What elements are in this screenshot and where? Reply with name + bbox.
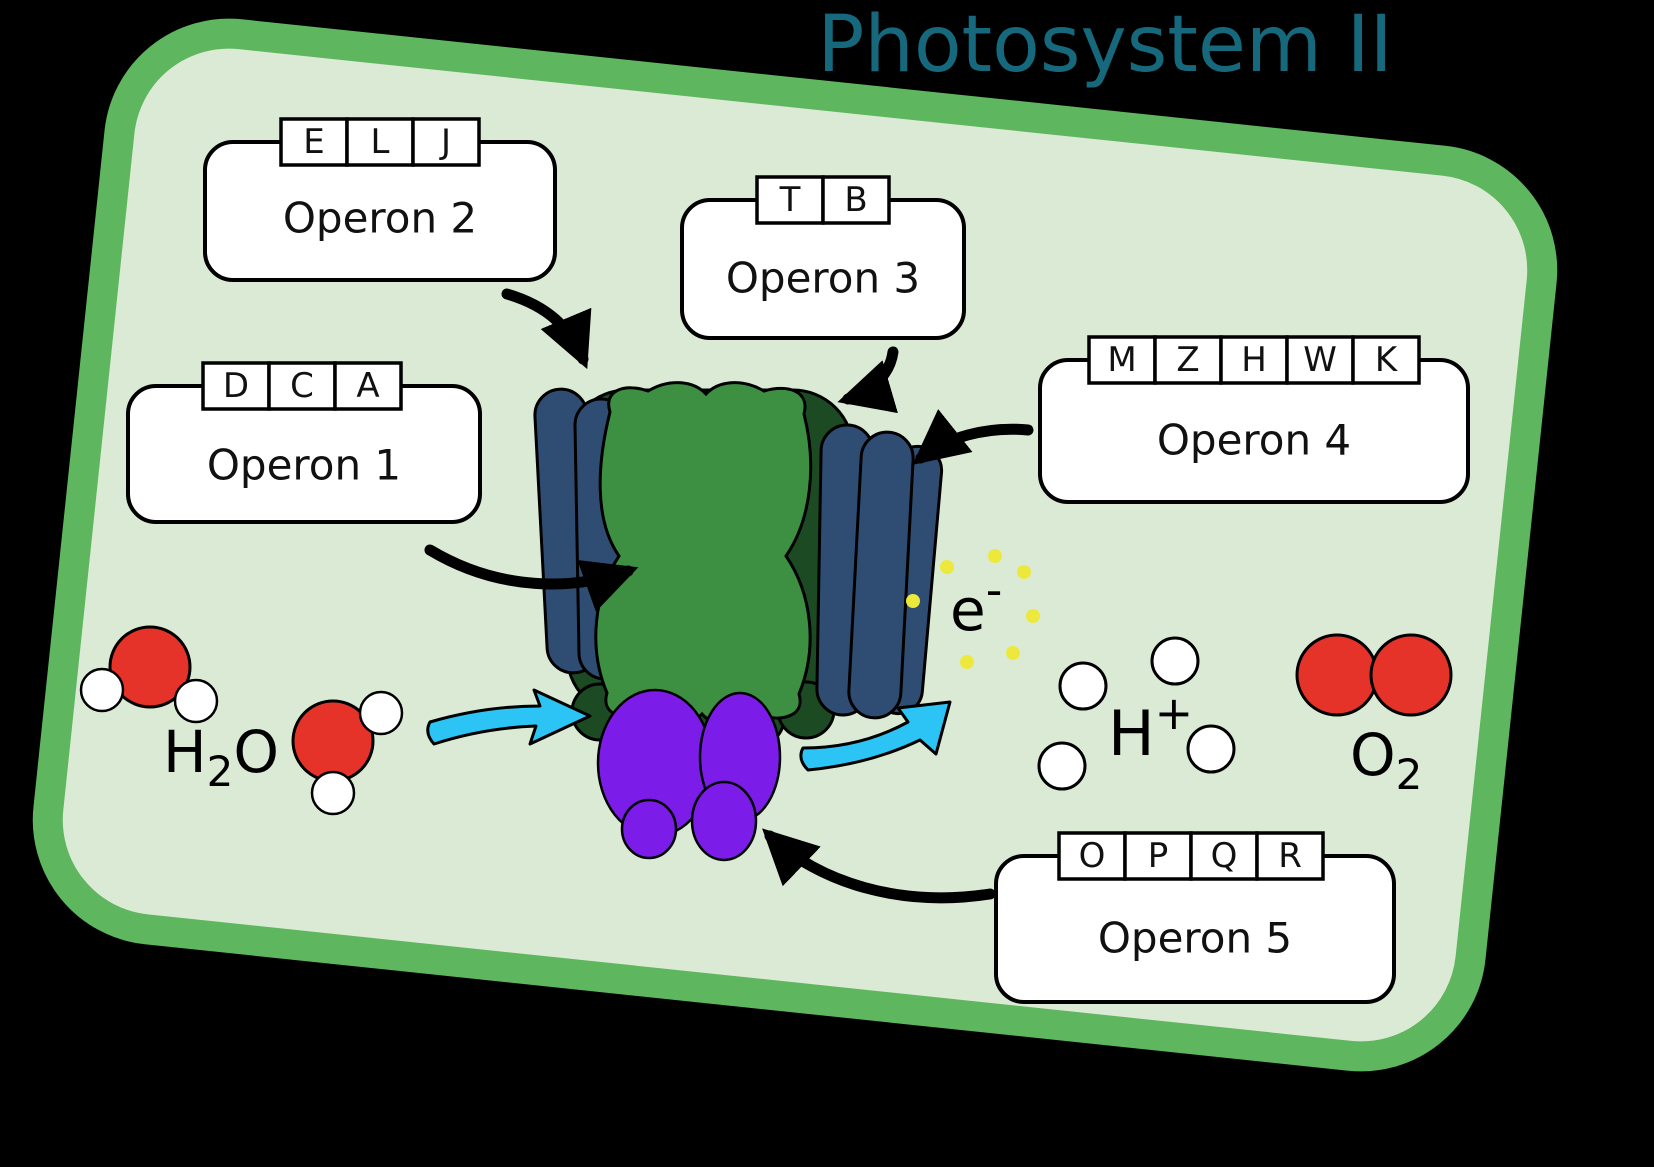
operon-5: O P Q R Operon 5 <box>994 831 1396 1004</box>
operon-2-arrow <box>501 288 592 370</box>
gene-letter: H <box>1241 340 1267 380</box>
electron-dot <box>906 594 920 608</box>
oxygen-molecule: O2 <box>1295 633 1453 799</box>
gene-letter: A <box>356 366 379 406</box>
electron-dot <box>960 655 974 669</box>
gene-letter: Q <box>1211 836 1238 876</box>
electron-label: e- <box>950 563 1002 644</box>
proton-output-arrow <box>799 700 952 772</box>
electron-dot <box>1017 565 1031 579</box>
oec-subunit <box>690 780 758 862</box>
gene-letter: R <box>1278 836 1302 876</box>
gene-box <box>755 175 825 225</box>
operon-1-label: Operon 1 <box>207 441 401 490</box>
operon-2-label: Operon 2 <box>283 194 477 243</box>
protons: H+ <box>1037 636 1236 791</box>
proton-particle <box>1186 724 1236 774</box>
gene-box <box>1351 335 1421 385</box>
membrane-helix <box>847 430 915 720</box>
gene-box <box>1285 335 1355 385</box>
water-hydrogen-atom <box>173 678 219 724</box>
water-label: H2O <box>163 718 279 796</box>
operon-4-arrow <box>912 409 1034 465</box>
gene-letter: D <box>223 366 249 406</box>
core-protein <box>594 381 813 726</box>
gene-box <box>267 361 337 411</box>
electron-dot <box>1006 646 1020 660</box>
operon-5-arrow <box>762 828 996 904</box>
photosystem-complex <box>533 381 944 862</box>
oxygen-atom <box>1369 633 1453 717</box>
proton-particle <box>1037 741 1087 791</box>
gene-letter: C <box>290 366 314 406</box>
proton-particle <box>1150 636 1200 686</box>
water-molecules: H2O <box>79 625 404 816</box>
electrons: e- <box>906 549 1040 669</box>
electron-dot <box>988 549 1002 563</box>
water-input-arrow <box>426 688 592 746</box>
gene-box <box>821 175 891 225</box>
oec-subunit <box>620 798 678 860</box>
electron-dot <box>940 560 954 574</box>
gene-letter: W <box>1303 340 1337 380</box>
water-oxygen-atom <box>108 625 192 709</box>
operon-3: T B Operon 3 <box>680 175 966 340</box>
operon-1: D C A Operon 1 <box>126 361 482 524</box>
operon-1-arrow <box>424 544 639 612</box>
gene-box <box>1255 831 1325 881</box>
gene-letter: Z <box>1176 340 1199 380</box>
water-hydrogen-atom <box>310 770 356 816</box>
diagram-title: Photosystem II <box>817 0 1392 90</box>
gene-box <box>1057 831 1127 881</box>
gene-letter: P <box>1148 836 1169 876</box>
water-hydrogen-atom <box>358 690 404 736</box>
gene-letter: K <box>1375 340 1399 380</box>
operon-3-label: Operon 3 <box>726 254 920 303</box>
electron-dot <box>1026 609 1040 623</box>
proton-particle <box>1058 661 1108 711</box>
operon-5-label: Operon 5 <box>1098 914 1292 963</box>
operon-3-arrow <box>837 346 899 414</box>
oxygen-evolving-complex <box>596 688 782 862</box>
water-hydrogen-atom <box>79 667 125 713</box>
operon-4-label: Operon 4 <box>1157 416 1351 465</box>
gene-letter: E <box>303 122 324 162</box>
oxygen-label: O2 <box>1350 721 1422 799</box>
gene-letter: T <box>779 180 801 220</box>
operon-2: E L J Operon 2 <box>203 117 557 282</box>
gene-letter: O <box>1079 836 1106 876</box>
gene-box <box>345 117 415 167</box>
proton-label: H+ <box>1108 686 1193 770</box>
gene-box <box>1189 831 1259 881</box>
operon-4: M Z H W K Operon 4 <box>1038 335 1470 504</box>
gene-letter: B <box>844 180 867 220</box>
oxygen-atom <box>1295 633 1379 717</box>
gene-letter: L <box>371 122 390 162</box>
gene-box <box>411 117 481 167</box>
gene-letter: M <box>1107 340 1136 380</box>
gene-letter: J <box>439 122 451 162</box>
gene-box <box>333 361 403 411</box>
